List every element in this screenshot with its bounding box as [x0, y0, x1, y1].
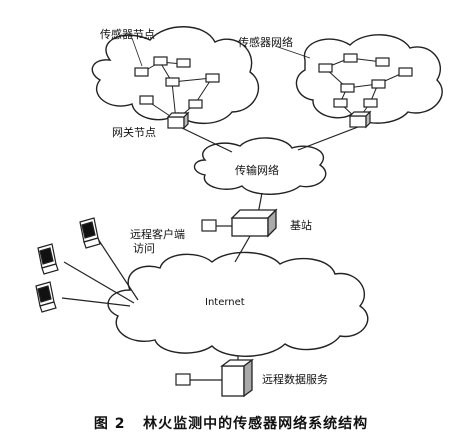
sensor-node	[165, 77, 180, 87]
sensor-node	[188, 99, 203, 109]
label-base-station: 基站	[290, 219, 312, 232]
remote-data-server	[220, 358, 254, 398]
backbone-links	[61, 126, 359, 381]
left-sensor-cloud	[91, 26, 260, 124]
label-sensor-network: 传感器网络	[238, 36, 293, 49]
label-sensor-node: 传感器节点	[100, 28, 155, 41]
figure-title: 林火监测中的传感器网络系统结构	[143, 416, 369, 432]
sensor-node	[205, 73, 220, 83]
sensor-node	[371, 79, 386, 89]
figure-caption: 图 2 林火监测中的传感器网络系统结构	[0, 413, 462, 433]
label-remote-client-access-2: 访问	[133, 242, 155, 255]
label-leader-lines	[131, 37, 311, 67]
label-remote-data-service: 远程数据服务	[262, 373, 328, 386]
right-sensor-nodes	[318, 53, 413, 108]
sensor-node	[153, 56, 168, 66]
sensor-node	[333, 98, 348, 108]
right-sensor-cloud	[295, 34, 443, 124]
label-transport-network: 传输网络	[235, 164, 279, 177]
sensor-node	[343, 53, 358, 63]
sensor-node	[363, 98, 378, 108]
client-computer-3	[35, 281, 57, 313]
sensor-node	[176, 58, 191, 68]
base-station-terminal	[201, 219, 217, 232]
label-internet: Internet	[205, 297, 245, 308]
internet-cloud	[107, 251, 369, 357]
gateway-node-right	[348, 110, 372, 129]
transport-network-cloud	[193, 137, 327, 195]
sensor-node	[134, 67, 149, 77]
sensor-node	[375, 57, 390, 67]
label-remote-client-access-1: 远程客户端	[130, 228, 185, 241]
sensor-node	[340, 83, 355, 93]
base-station	[230, 208, 278, 238]
gateway-node-left	[166, 111, 190, 130]
label-gateway-node: 网关节点	[112, 126, 156, 139]
sensor-node	[139, 95, 154, 105]
sensor-node	[398, 67, 413, 77]
left-sensor-nodes	[134, 56, 220, 109]
sensor-node	[318, 63, 333, 73]
client-computer-1	[79, 217, 101, 249]
client-computer-2	[37, 243, 59, 275]
remote-data-terminal	[175, 373, 191, 386]
figure-number: 图 2	[93, 416, 126, 432]
